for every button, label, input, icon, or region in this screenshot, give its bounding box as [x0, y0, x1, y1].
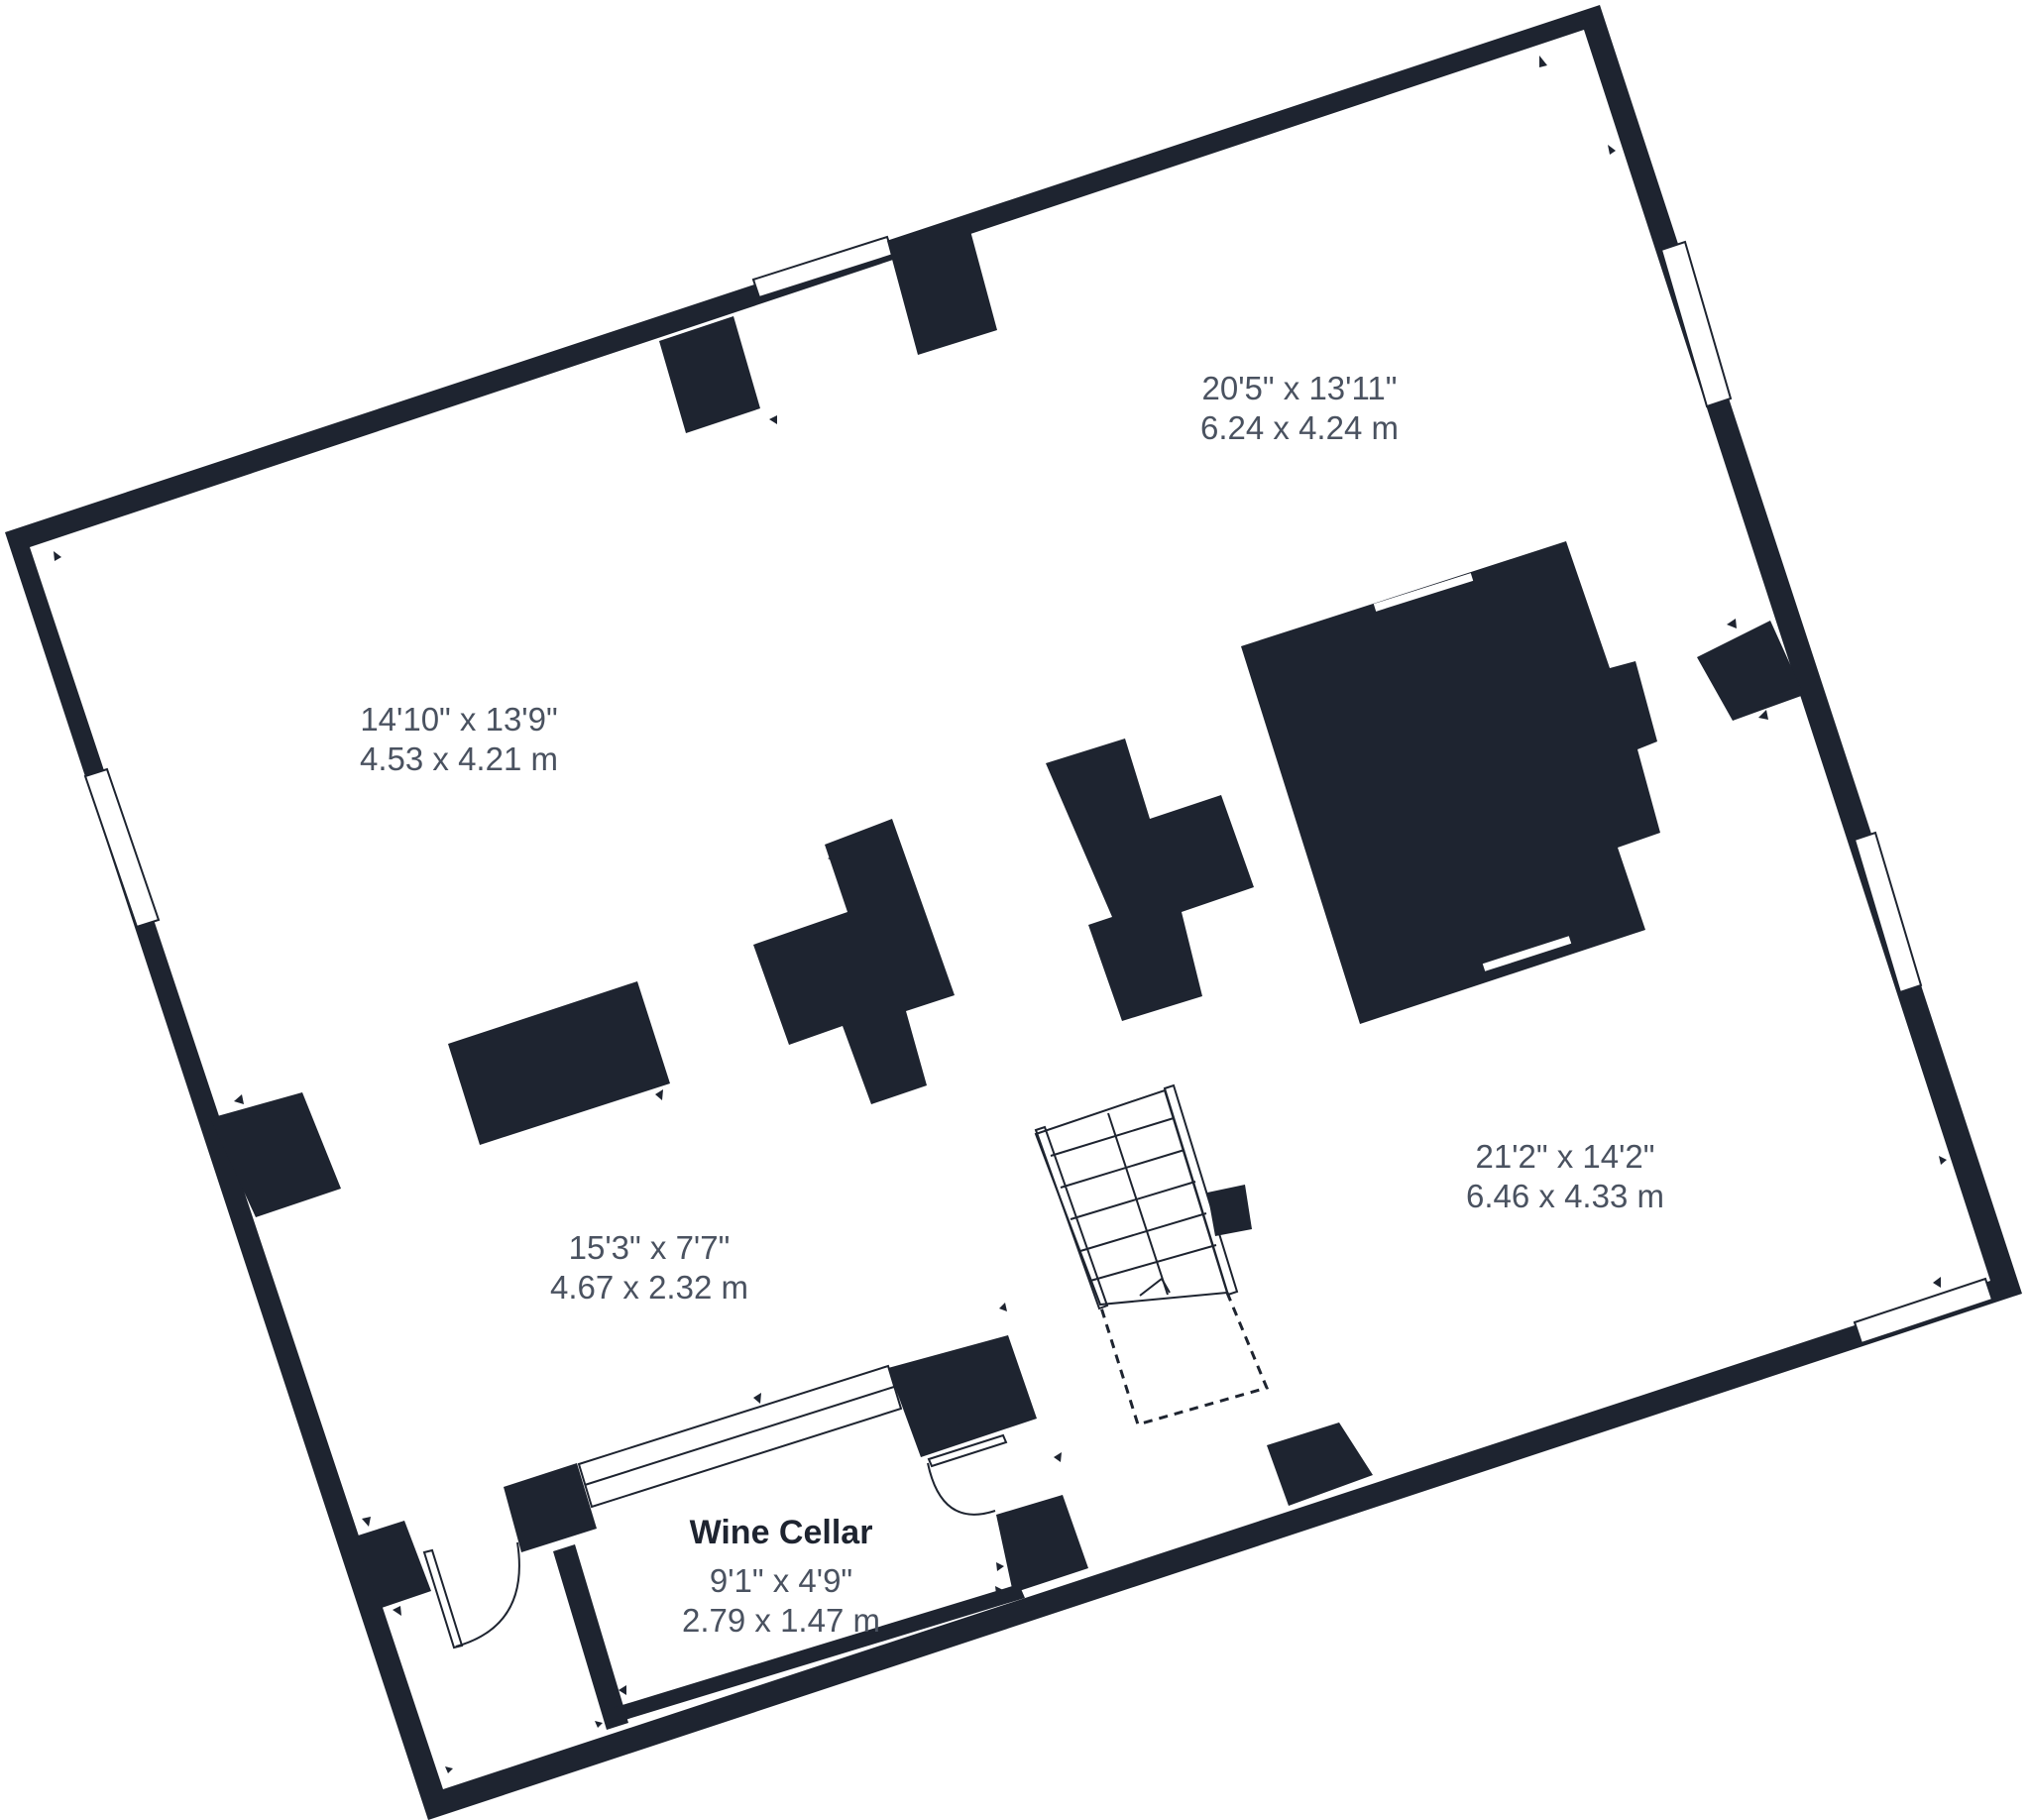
- room-dimension-imperial: 9'1" x 4'9": [710, 1562, 852, 1599]
- interior-wall: [553, 1544, 628, 1730]
- room-name: Wine Cellar: [690, 1514, 873, 1551]
- interior-wall: [613, 1584, 1025, 1722]
- staircase: [1034, 1083, 1270, 1426]
- interior-wall: [1267, 1422, 1373, 1506]
- window-right-upper: [1659, 240, 1733, 408]
- pier: [210, 1092, 341, 1217]
- room-dimension-imperial: 14'10" x 13'9": [360, 701, 557, 738]
- room-dimension-imperial: 21'2" x 14'2": [1476, 1138, 1655, 1175]
- room-dimension-metric: 4.67 x 2.32 m: [550, 1269, 748, 1306]
- room-label: 21'2" x 14'2" 6.46 x 4.33 m: [1466, 1138, 1664, 1214]
- interior-wall: [888, 1335, 1037, 1457]
- block-window: [1482, 936, 1572, 971]
- room-dimension-metric: 2.79 x 1.47 m: [682, 1602, 880, 1639]
- window-right-lower: [1853, 831, 1923, 994]
- room-label: 20'5" x 13'11" 6.24 x 4.24 m: [1200, 370, 1399, 446]
- door: [422, 1541, 520, 1649]
- interior-wall: [355, 1521, 431, 1608]
- room-label: Wine Cellar 9'1" x 4'9" 2.79 x 1.47 m: [682, 1514, 880, 1639]
- window-left: [83, 767, 161, 929]
- chimney-block: [1241, 541, 1660, 1024]
- block-window: [1373, 573, 1474, 612]
- pier: [659, 316, 760, 433]
- pier: [887, 216, 997, 355]
- room-label: 14'10" x 13'9" 4.53 x 4.21 m: [360, 701, 558, 777]
- room-dimension-metric: 6.46 x 4.33 m: [1466, 1178, 1664, 1214]
- room-dimension-metric: 4.53 x 4.21 m: [360, 740, 558, 777]
- column: [448, 981, 670, 1145]
- stair-outline-dashed: [1098, 1292, 1270, 1426]
- window-bottom-right: [1853, 1277, 1994, 1345]
- room-label: 15'3" x 7'7" 4.67 x 2.32 m: [550, 1229, 748, 1306]
- interior-wall: [504, 1463, 597, 1552]
- room-dimension-imperial: 20'5" x 13'11": [1202, 370, 1398, 406]
- pier: [1697, 621, 1804, 721]
- column: [1046, 739, 1254, 1021]
- door: [927, 1433, 1008, 1516]
- interior-wall: [996, 1495, 1088, 1593]
- room-dimension-metric: 6.24 x 4.24 m: [1200, 409, 1399, 446]
- dimension-markers: [54, 56, 1947, 1773]
- room-dimension-imperial: 15'3" x 7'7": [569, 1229, 731, 1266]
- column: [753, 819, 955, 1104]
- window-top: [751, 235, 895, 299]
